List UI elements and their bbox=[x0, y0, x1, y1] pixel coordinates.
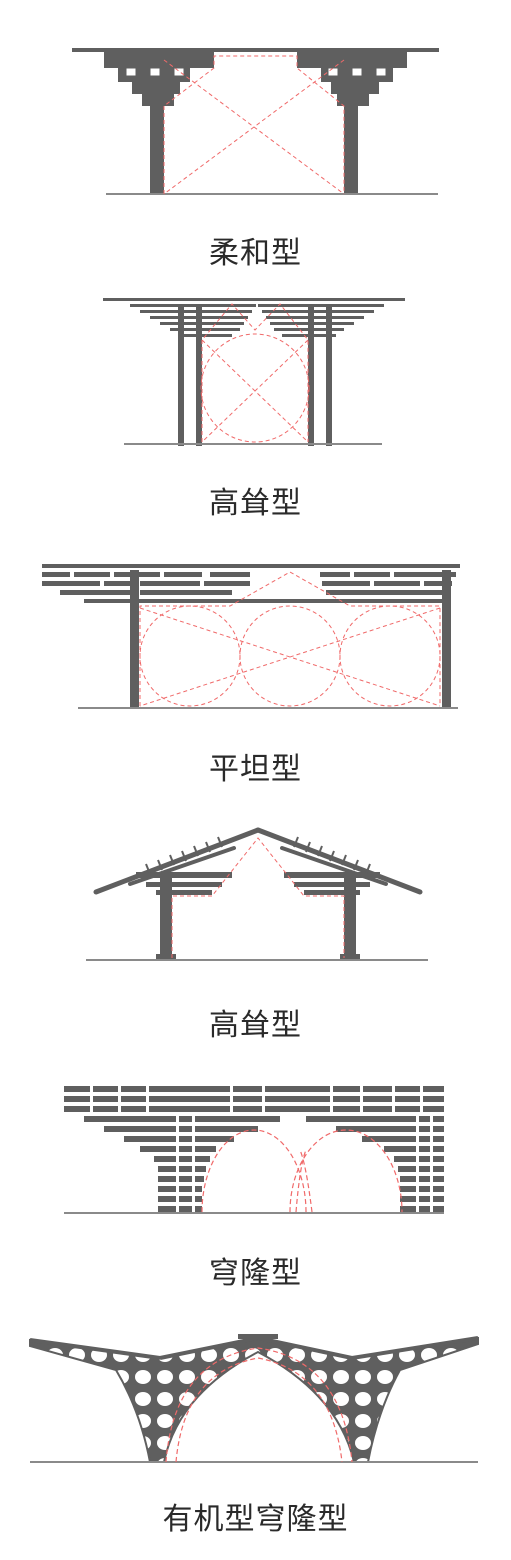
diagram-4: 高耸型 bbox=[0, 800, 511, 1050]
ridge-cap bbox=[238, 1334, 278, 1339]
diagram-5-label: 穹隆型 bbox=[209, 1256, 302, 1291]
diagram-2-drawing bbox=[103, 298, 405, 446]
roof-slab bbox=[103, 298, 405, 301]
diagram-2-label: 高耸型 bbox=[209, 486, 302, 521]
diagram-6: 有机型穹隆型 bbox=[0, 1300, 511, 1560]
right-column bbox=[442, 570, 451, 708]
diagram-2: 高耸型 bbox=[0, 280, 511, 550]
diagram-6-label: 有机型穹隆型 bbox=[162, 1502, 349, 1537]
diagram-5-drawing bbox=[64, 1086, 444, 1214]
diagram-4-drawing bbox=[86, 827, 428, 961]
lattice-canopy bbox=[29, 1336, 479, 1463]
left-column bbox=[150, 106, 164, 194]
guide-lines bbox=[165, 1347, 353, 1463]
diagram-3-drawing bbox=[42, 564, 460, 709]
left-column-inner bbox=[196, 304, 202, 446]
right-column-inner bbox=[308, 304, 314, 446]
right-roof bbox=[255, 827, 423, 895]
diagram-3: 平坦型 bbox=[0, 550, 511, 800]
diagram-1: 柔和型 bbox=[0, 0, 511, 280]
diagram-5: 穹隆型 bbox=[0, 1050, 511, 1300]
right-column bbox=[344, 872, 356, 960]
diagram-1-drawing bbox=[72, 48, 439, 195]
left-column-outer bbox=[178, 304, 184, 446]
right-column bbox=[344, 106, 358, 194]
left-column bbox=[130, 570, 139, 708]
guide-lines bbox=[200, 303, 310, 443]
left-column bbox=[160, 872, 172, 960]
guide-lines bbox=[163, 55, 345, 195]
diagram-1-label: 柔和型 bbox=[209, 236, 302, 271]
diagram-6-drawing bbox=[29, 1334, 479, 1463]
diagram-4-label: 高耸型 bbox=[209, 1008, 302, 1043]
right-column-outer bbox=[326, 304, 332, 446]
diagram-3-label: 平坦型 bbox=[209, 752, 302, 787]
roof-slab bbox=[42, 564, 460, 568]
guide-lines bbox=[201, 1129, 403, 1213]
left-roof bbox=[93, 827, 261, 895]
guide-lines bbox=[139, 571, 441, 707]
roof-slab bbox=[72, 48, 439, 52]
guide-lines bbox=[171, 837, 345, 958]
